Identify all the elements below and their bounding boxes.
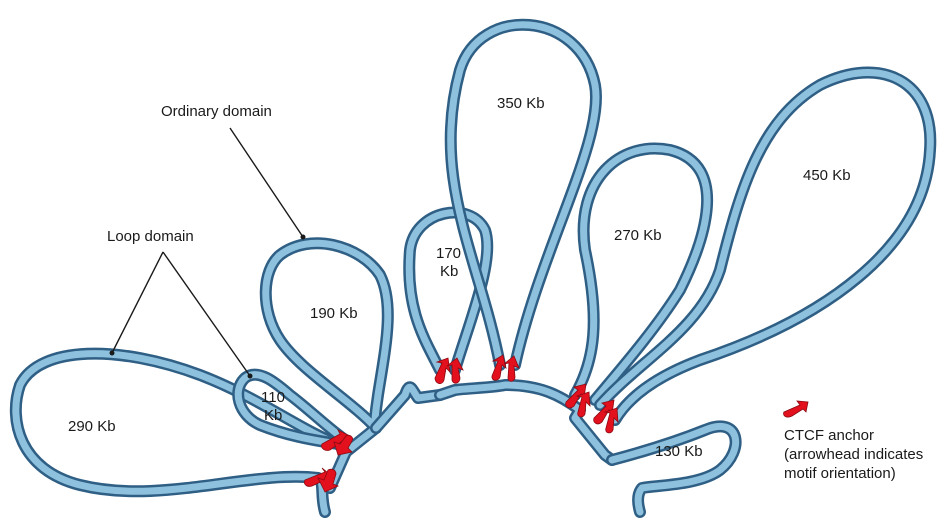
ctcf-anchor-icon [593, 399, 615, 425]
chromatin-fiber [9, 18, 937, 518]
legend: CTCF anchor (arrowhead indicates motif o… [783, 400, 923, 482]
loop-label-270kb: 270 Kb [614, 227, 662, 244]
loop-label-130kb: 130 Kb [655, 443, 703, 460]
legend-line-1: CTCF anchor [784, 427, 874, 444]
legend-line-3: motif orientation) [784, 465, 896, 482]
loop-domain-leader-line [111, 251, 164, 354]
ctcf-anchor-icon [603, 407, 619, 434]
ordinary-domain-callout-text: Ordinary domain [161, 103, 272, 120]
ctcf-anchor-icon [575, 391, 591, 418]
legend-line-2: (arrowhead indicates [784, 446, 923, 463]
loop-270kb-fiber [569, 142, 714, 406]
loop-110kb-fiber [232, 368, 354, 451]
loop-label-170kb-line1: 170 [436, 245, 461, 262]
legend-ctcf-anchor-icon [783, 400, 809, 418]
loop-130kb-fiber [606, 420, 742, 518]
loop-label-110kb-line1: 110 [261, 389, 285, 406]
loop-domain-leader-dot [109, 350, 115, 356]
ctcf-anchor-icon [446, 357, 464, 384]
loop-label-190kb: 190 Kb [310, 305, 358, 322]
ctcf-anchor-icon [565, 383, 587, 409]
ctcf-anchors [304, 354, 619, 493]
loop-domain-callout-text: Loop domain [107, 228, 194, 245]
loop-labels: 290 Kb 110 Kb 190 Kb 170 Kb 350 Kb 270 K… [68, 95, 851, 460]
loop-label-170kb-line2: Kb [440, 263, 458, 280]
callouts: Loop domain Ordinary domain [107, 103, 306, 379]
ctcf-anchor-icon [333, 434, 353, 456]
ctcf-anchor-icon [434, 357, 451, 384]
loop-label-350kb: 350 Kb [497, 95, 545, 112]
loop-290kb-fiber [9, 347, 346, 518]
loop-label-110kb-line2: Kb [264, 407, 282, 424]
loop-label-290kb: 290 Kb [68, 418, 116, 435]
loop-350kb-fiber [444, 18, 602, 371]
ctcf-anchor-icon [503, 355, 520, 382]
backbone-main-fiber [434, 379, 618, 466]
loop-190kb-fiber [259, 237, 394, 494]
loop-domain-leader-dot [247, 373, 253, 379]
loop-domain-leader-line [162, 251, 251, 377]
ordinary-domain-leader-line [229, 127, 304, 238]
loop-450kb-fiber [594, 66, 937, 426]
ctcf-anchor-icon [491, 354, 507, 381]
ordinary-domain-leader-dot [300, 234, 306, 240]
loop-label-450kb: 450 Kb [803, 167, 851, 184]
ctcf-anchor-icon [317, 468, 340, 493]
backbone-190-170-fiber [370, 381, 446, 434]
